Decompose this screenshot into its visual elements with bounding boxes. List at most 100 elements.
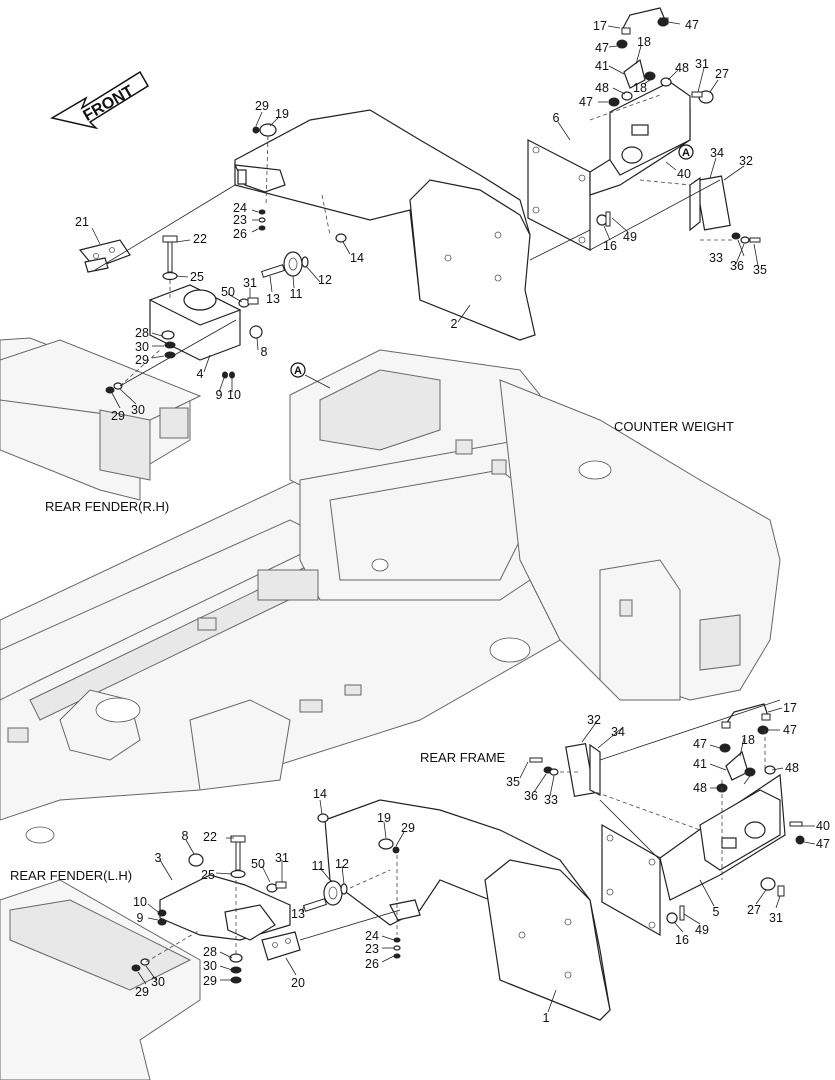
part-number: 12 xyxy=(318,273,332,287)
part-number: 14 xyxy=(313,787,327,801)
part-number: 2 xyxy=(451,317,458,331)
part-number: 36 xyxy=(524,789,538,803)
bracket-assembly-lh xyxy=(131,813,401,984)
label-rear-frame: REAR FRAME xyxy=(420,750,506,765)
part-number: 18 xyxy=(741,733,755,747)
part-number: 36 xyxy=(730,259,744,273)
side-plate-assembly-lh xyxy=(529,703,805,937)
part-number: 8 xyxy=(261,345,268,359)
part-number: 31 xyxy=(769,911,783,925)
part-number: 29 xyxy=(401,821,415,835)
part-number: 10 xyxy=(133,895,147,909)
part-number: 48 xyxy=(675,61,689,75)
part-number: 25 xyxy=(201,868,215,882)
part-number: 25 xyxy=(190,270,204,284)
part-number: 41 xyxy=(693,757,707,771)
alignment-lines xyxy=(119,94,766,963)
part-number: 29 xyxy=(203,974,217,988)
side-plate-assembly-rh: A xyxy=(527,7,761,251)
part-number: 20 xyxy=(291,976,305,990)
part-number: 18 xyxy=(633,81,647,95)
part-number: 22 xyxy=(203,830,217,844)
part-number: 23 xyxy=(233,213,247,227)
part-number: 9 xyxy=(137,911,144,925)
part-number: 48 xyxy=(693,781,707,795)
bracket-assembly-rh xyxy=(78,123,347,394)
part-number: 49 xyxy=(695,923,709,937)
leader-lines xyxy=(91,21,816,1013)
part-number: 4 xyxy=(197,367,204,381)
part-numbers-lower: 32 34 17 47 47 18 41 48 48 35 36 33 40 4… xyxy=(133,701,830,1025)
part-number: 9 xyxy=(216,388,223,402)
part-number: 28 xyxy=(135,326,149,340)
part-number: 47 xyxy=(579,95,593,109)
part-number: 23 xyxy=(365,942,379,956)
part-number: 33 xyxy=(709,251,723,265)
part-number: 19 xyxy=(275,107,289,121)
callout-a-frame: A xyxy=(294,365,302,377)
part-number: 29 xyxy=(111,409,125,423)
part-number: 47 xyxy=(595,41,609,55)
part-number: 32 xyxy=(587,713,601,727)
part-number: 30 xyxy=(151,975,165,989)
part-number: 28 xyxy=(203,945,217,959)
part-number: 34 xyxy=(710,146,724,160)
part-number: 50 xyxy=(221,285,235,299)
part-number: 31 xyxy=(695,57,709,71)
part-number: 41 xyxy=(595,59,609,73)
part-number: 24 xyxy=(233,201,247,215)
label-counter-weight: COUNTER WEIGHT xyxy=(614,419,734,434)
part-number: 8 xyxy=(182,829,189,843)
part-number: 30 xyxy=(203,959,217,973)
part-number: 30 xyxy=(135,340,149,354)
part-number: 16 xyxy=(675,933,689,947)
part-number: 26 xyxy=(233,227,247,241)
part-number: 16 xyxy=(603,239,617,253)
callout-a-frame-group: A xyxy=(290,362,306,378)
part-number: 17 xyxy=(593,19,607,33)
rear-frame-body xyxy=(0,337,781,1080)
part-number: 14 xyxy=(350,251,364,265)
part-number: 5 xyxy=(713,905,720,919)
part-number: 47 xyxy=(783,723,797,737)
part-number: 31 xyxy=(243,276,257,290)
fender-lh xyxy=(324,799,611,1021)
part-number: 48 xyxy=(785,761,799,775)
label-rear-fender-rh: REAR FENDER(R.H) xyxy=(45,499,169,514)
part-number: 33 xyxy=(544,793,558,807)
guide-lines xyxy=(94,179,781,941)
part-number: 35 xyxy=(506,775,520,789)
part-number: 40 xyxy=(816,819,830,833)
front-arrow: FRONT xyxy=(49,70,150,130)
part-number: 30 xyxy=(131,403,145,417)
part-number: 35 xyxy=(753,263,767,277)
part-number: 27 xyxy=(715,67,729,81)
part-number: 19 xyxy=(377,811,391,825)
part-number: 27 xyxy=(747,903,761,917)
part-number: 31 xyxy=(275,851,289,865)
part-number: 47 xyxy=(685,18,699,32)
part-number: 32 xyxy=(739,154,753,168)
part-number: 29 xyxy=(135,985,149,999)
part-number: 24 xyxy=(365,929,379,943)
part-number: 11 xyxy=(290,287,303,301)
part-number: 13 xyxy=(266,292,280,306)
part-number: 29 xyxy=(255,99,269,113)
callout-a-upper: A xyxy=(682,147,690,159)
part-number: 3 xyxy=(155,851,162,865)
part-number: 22 xyxy=(193,232,207,246)
part-number: 18 xyxy=(637,35,651,49)
part-number: 50 xyxy=(251,857,265,871)
part-number: 49 xyxy=(623,230,637,244)
part-number: 10 xyxy=(227,388,241,402)
part-number: 34 xyxy=(611,725,625,739)
part-numbers-upper: 29 19 24 23 26 21 22 25 31 50 13 11 12 1… xyxy=(75,18,767,423)
part-number: 1 xyxy=(543,1011,550,1025)
part-number: 48 xyxy=(595,81,609,95)
part-number: 47 xyxy=(816,837,830,851)
part-number: 6 xyxy=(553,111,560,125)
part-number: 21 xyxy=(75,215,89,229)
part-number: 40 xyxy=(677,167,691,181)
label-rear-fender-lh: REAR FENDER(L.H) xyxy=(10,868,132,883)
